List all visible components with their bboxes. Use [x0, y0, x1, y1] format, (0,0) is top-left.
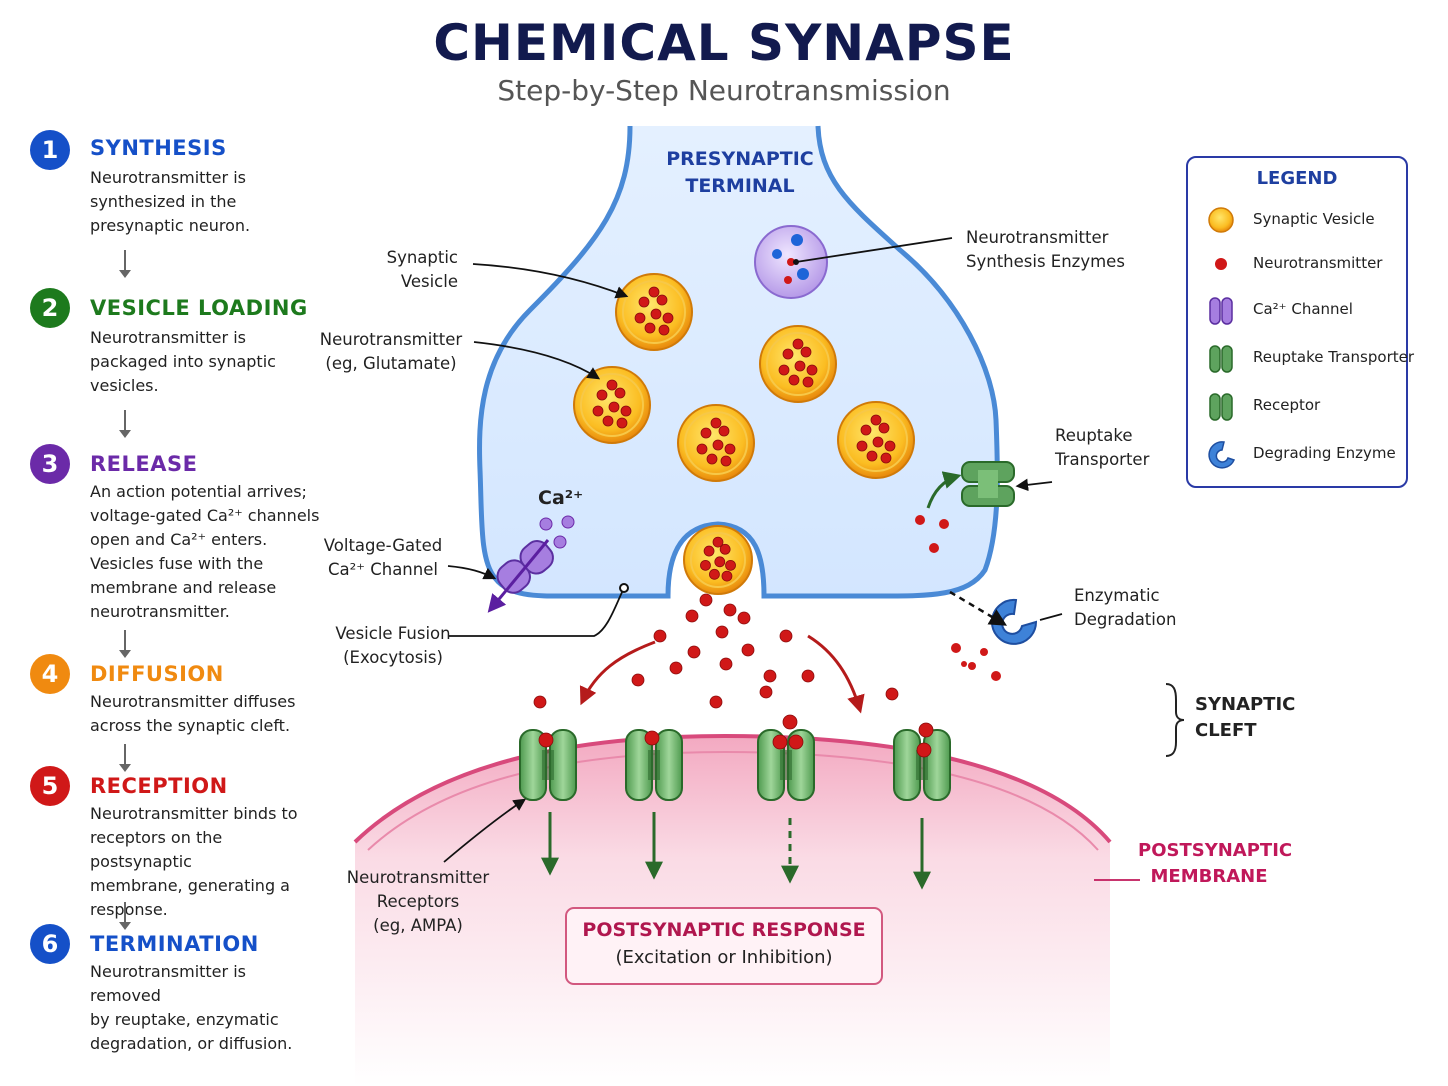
step-2-number: 2 [30, 288, 70, 328]
page-title: CHEMICAL SYNAPSE [433, 14, 1015, 72]
receptors [519, 714, 951, 801]
neurotransmitter-molecule [741, 643, 755, 657]
synaptic-vesicles [573, 273, 915, 595]
synaptic-vesicle [837, 401, 915, 479]
step-arrow [119, 630, 131, 658]
legend-box [1186, 156, 1408, 488]
legend-item-enzyme: Degrading Enzyme [1253, 444, 1396, 462]
receptor [519, 729, 577, 801]
neurotransmitter-molecule [685, 609, 699, 623]
legend-icons [1208, 207, 1236, 469]
synaptic-vesicle [683, 525, 753, 595]
response-subtitle: (Excitation or Inhibition) [615, 947, 833, 968]
synaptic-vesicle [615, 273, 693, 351]
synaptic-vesicle [677, 404, 755, 482]
neurotransmitter-molecule [885, 687, 899, 701]
reuptake-transporter [961, 461, 1015, 507]
legend-item-ca-channel: Ca²⁺ Channel [1253, 300, 1353, 318]
receptor [757, 714, 815, 801]
step-5-number: 5 [30, 766, 70, 806]
neurotransmitter-label: Neurotransmitter(eg, Glutamate) [319, 330, 463, 373]
neurotransmitter-molecule [687, 645, 701, 659]
step-arrow [119, 250, 131, 278]
legend-item-vesicle: Synaptic Vesicle [1253, 210, 1375, 228]
receptor [893, 722, 951, 801]
neurotransmitter-molecule [723, 603, 737, 617]
neurotransmitter-molecule [763, 669, 777, 683]
neurotransmitter-molecule [759, 685, 773, 699]
postsynaptic-membrane [353, 733, 1112, 844]
synaptic-vesicle [759, 325, 837, 403]
response-title: POSTSYNAPTIC RESPONSE [582, 919, 866, 941]
step-3-number: 3 [30, 444, 70, 484]
synaptic-vesicle [573, 366, 651, 444]
step-1-title: SYNTHESIS [90, 136, 227, 160]
neurotransmitter-molecule [699, 593, 713, 607]
neurotransmitter-molecule [715, 625, 729, 639]
step-3-title: RELEASE [90, 452, 198, 476]
presynaptic-terminal [477, 125, 1000, 599]
receptor [625, 729, 683, 801]
synthesis-enzyme [754, 225, 828, 299]
step-4-number: 4 [30, 654, 70, 694]
legend-item-receptor: Receptor [1253, 396, 1321, 414]
neurotransmitter-molecule [779, 629, 793, 643]
step-4-title: DIFFUSION [90, 662, 224, 686]
legend-item-transporter: Reuptake Transporter [1253, 348, 1415, 366]
step-3-desc: An action potential arrives;voltage-gate… [90, 482, 320, 621]
page-subtitle: Step-by-Step Neurotransmission [497, 74, 951, 107]
neurotransmitter-molecule [719, 657, 733, 671]
step-6-number: 6 [30, 924, 70, 964]
step-arrow [119, 902, 131, 930]
neurotransmitter-molecule [653, 629, 667, 643]
cleft-neurotransmitters [533, 593, 899, 709]
neurotransmitter-molecule [631, 673, 645, 687]
step-1-number: 1 [30, 130, 70, 170]
step-arrow [119, 410, 131, 438]
step-6-title: TERMINATION [90, 932, 259, 956]
step-arrow [119, 744, 131, 772]
neurotransmitter-molecule [709, 695, 723, 709]
vesicle-fusion-label: Vesicle Fusion(Exocytosis) [335, 624, 451, 667]
step-2-title: VESICLE LOADING [90, 296, 308, 320]
neurotransmitter-molecule [801, 669, 815, 683]
neurotransmitter-molecule [737, 611, 751, 625]
ca-ion-label: Ca²⁺ [538, 487, 584, 509]
cleft-brace [1165, 683, 1185, 757]
response-box [565, 907, 883, 985]
legend-item-neurotransmitter: Neurotransmitter [1253, 254, 1383, 272]
neurotransmitter-molecule [533, 695, 547, 709]
neurotransmitter-molecule [669, 661, 683, 675]
step-5-title: RECEPTION [90, 774, 228, 798]
ca-influx-arrow [487, 539, 550, 613]
legend-title: LEGEND [1256, 168, 1338, 189]
